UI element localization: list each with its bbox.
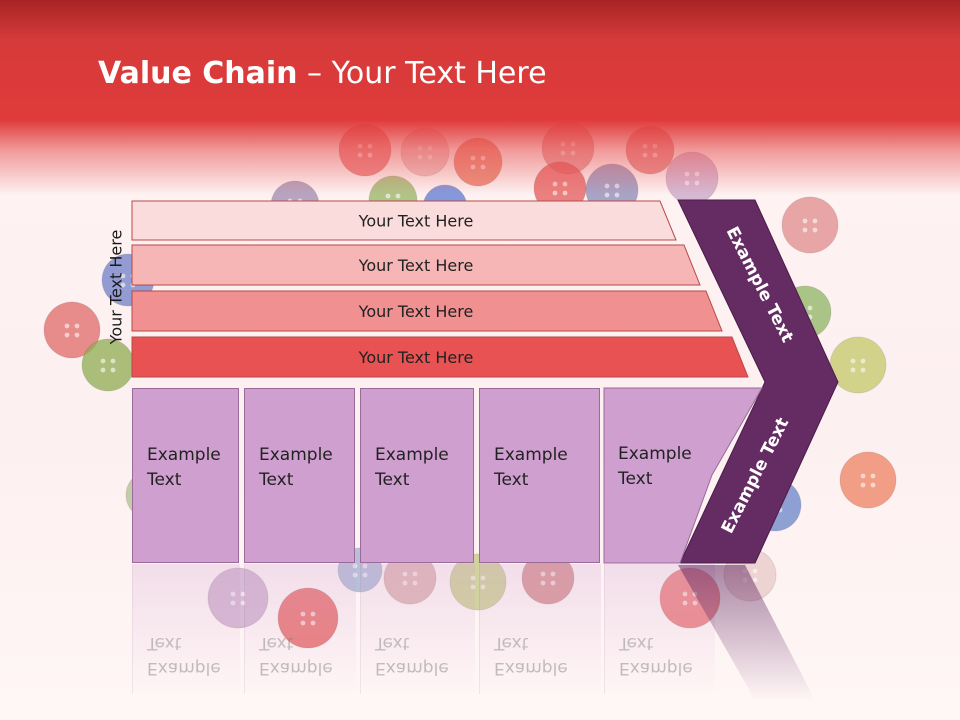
row-label-3: Your Text Here [358,302,474,321]
header-bar [0,0,960,200]
title-rest: – Your Text Here [297,56,547,91]
example-box-5[interactable]: Example Text [604,388,714,563]
example-box-1[interactable]: Example Text [132,388,239,563]
chevron-arrow[interactable] [677,199,839,564]
row-band-4[interactable] [131,336,749,378]
reflection-3: Example Text [360,564,475,694]
row-label-4: Your Text Here [358,348,474,367]
example-box-label: Example Text [618,444,692,489]
row-band-1[interactable] [131,200,677,241]
example-box-2[interactable]: Example Text [244,388,355,563]
reflection-1: Example Text [132,564,240,694]
example-box-label: Example Text [147,445,221,490]
title-bold: Value Chain [98,56,298,91]
row-band-2[interactable] [131,244,701,286]
example-box-3[interactable]: Example Text [360,388,474,563]
row-label-2: Your Text Here [358,256,474,275]
slide-title[interactable]: Value Chain – Your Text Here [98,56,547,91]
example-box-label: Example Text [375,445,449,490]
reflection-4: Example Text [479,564,601,694]
row-label-1: Your Text Here [358,212,474,231]
row-band-3[interactable] [131,290,723,332]
reflection-2: Example Text [244,564,356,694]
example-box-4[interactable]: Example Text [479,388,600,563]
example-box-label: Example Text [259,445,333,490]
example-box-label: Example Text [494,445,568,490]
